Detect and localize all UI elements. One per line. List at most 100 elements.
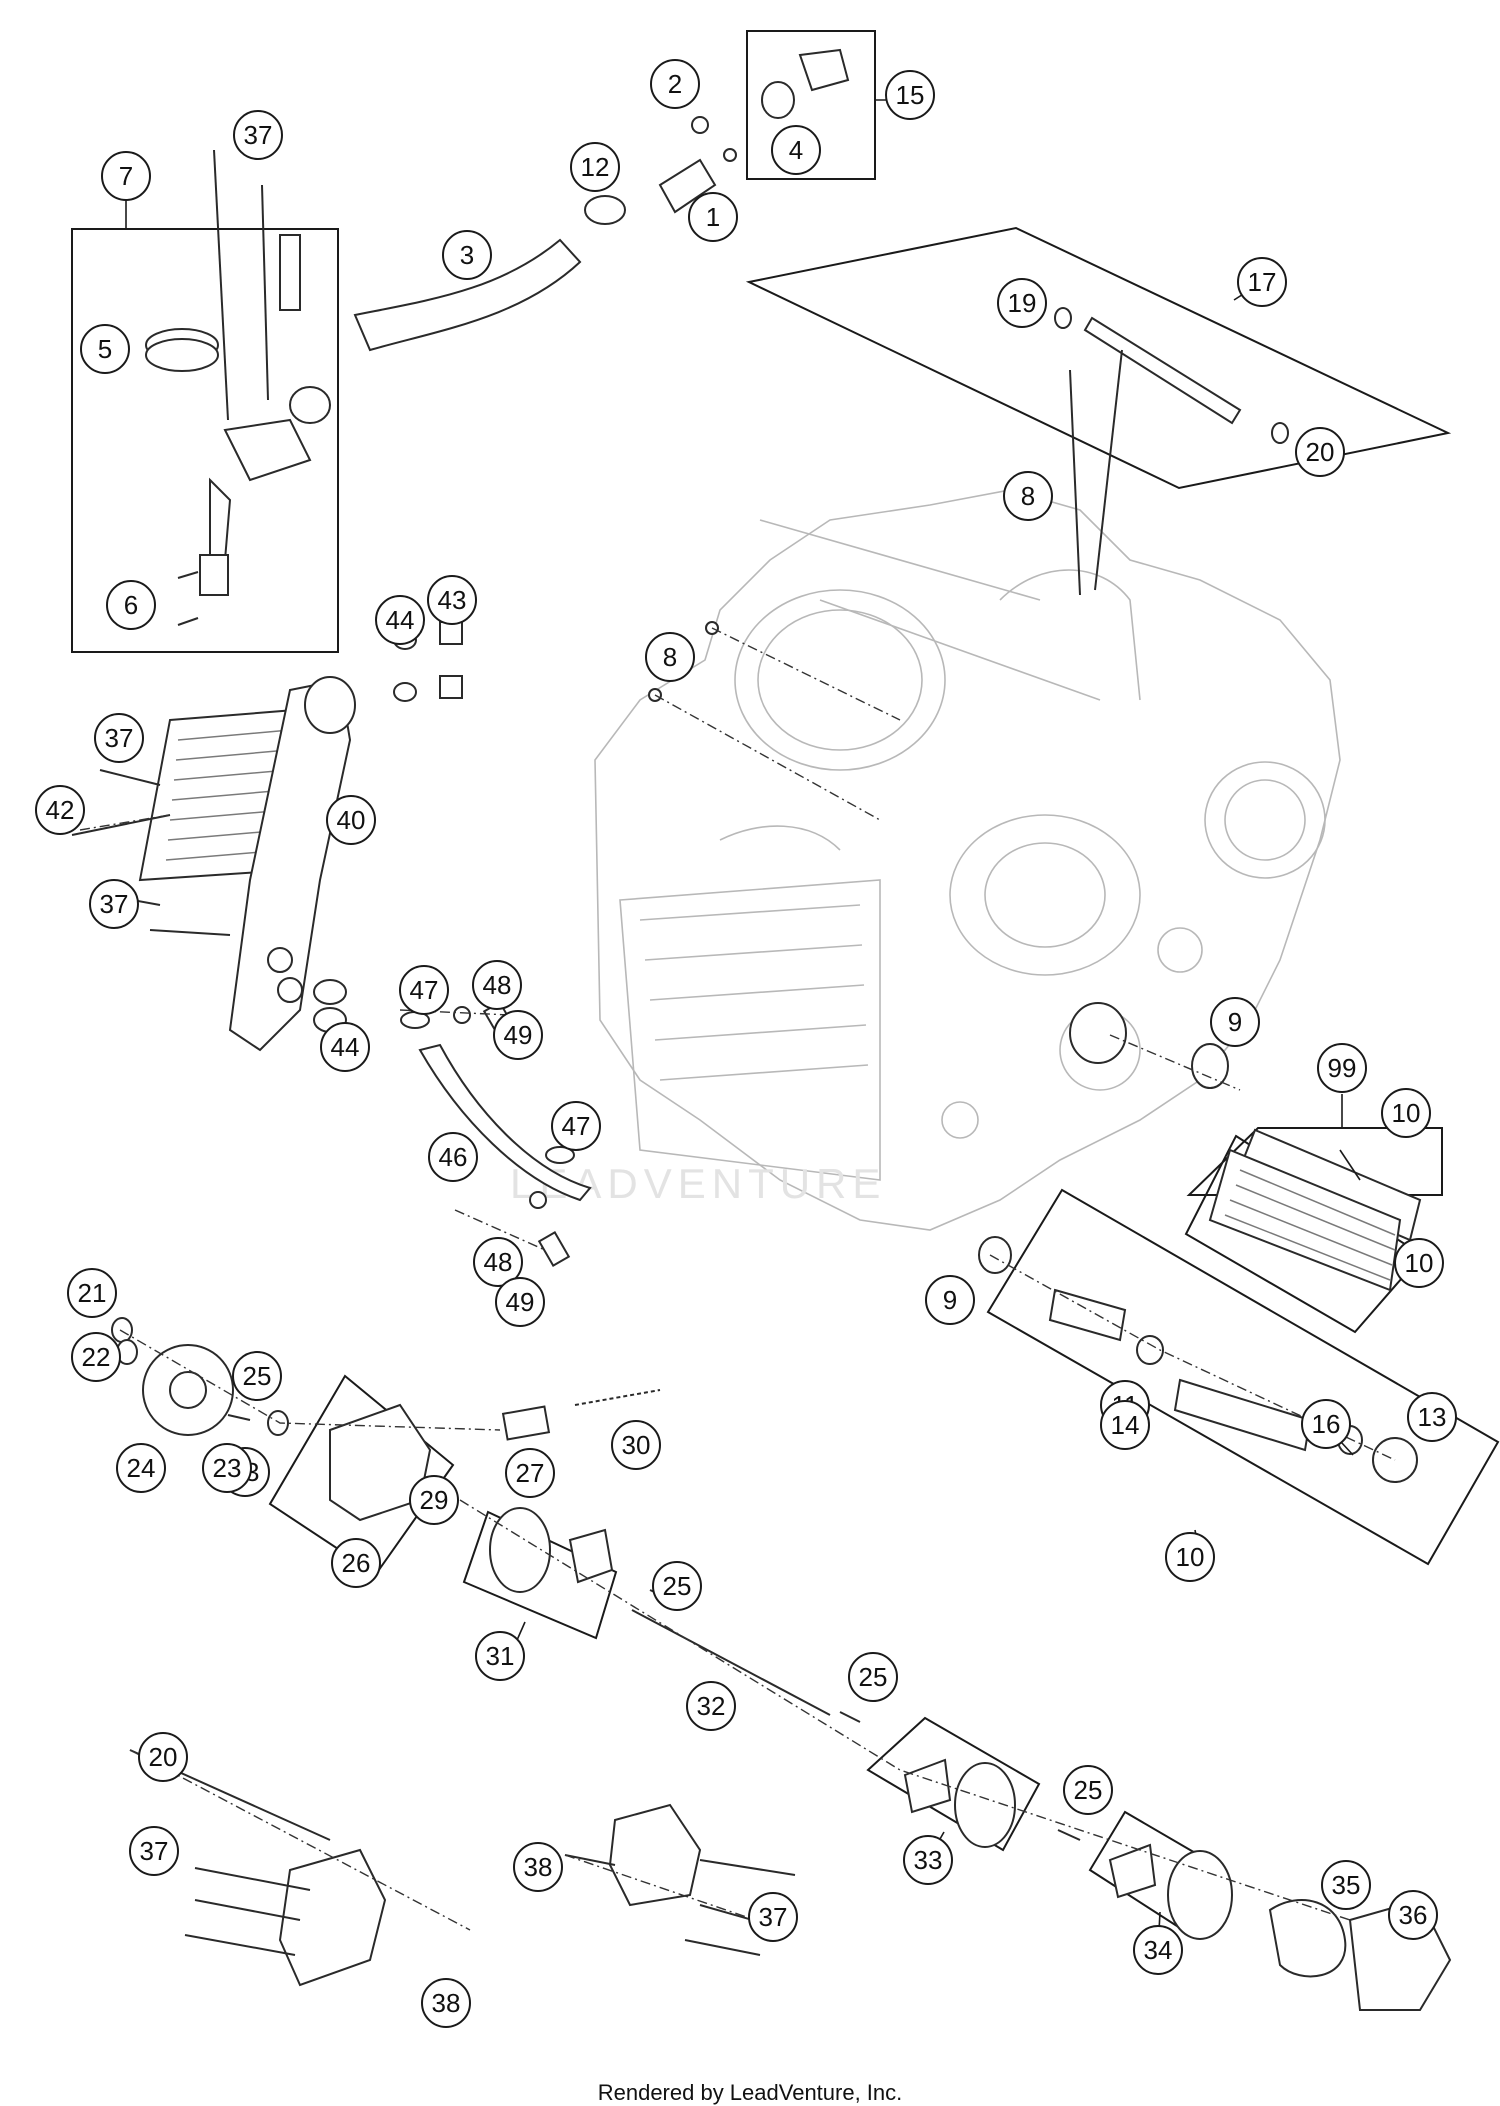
bolt-37f xyxy=(194,1867,311,1891)
callout-number: 31 xyxy=(486,1641,515,1671)
sprocket-hub xyxy=(169,1371,207,1409)
callout-42: 42 xyxy=(35,785,85,835)
callout-circle xyxy=(1394,1238,1444,1288)
callout-5: 5 xyxy=(80,324,130,374)
callout-number: 8 xyxy=(663,642,677,672)
callout-number: 38 xyxy=(524,1852,553,1882)
oring-5b xyxy=(145,338,219,372)
callout-circle xyxy=(138,1732,188,1782)
strainer xyxy=(199,554,229,596)
callout-circle xyxy=(473,1237,523,1287)
plunger-27 xyxy=(501,1405,551,1441)
callout-7: 7 xyxy=(101,151,151,201)
callout-29: 29 xyxy=(409,1475,459,1525)
callout-circle xyxy=(1063,1765,1113,1815)
callout-number: 37 xyxy=(100,889,129,919)
callout-40: 40 xyxy=(326,795,376,845)
callout-number: 25 xyxy=(243,1361,272,1391)
bolt-37c xyxy=(99,769,161,786)
callout-number: 21 xyxy=(78,1278,107,1308)
callout-number: 27 xyxy=(516,1458,545,1488)
gasket-35 xyxy=(1268,1899,1347,1978)
callout-number: 37 xyxy=(105,723,134,753)
callout-49: 49 xyxy=(495,1277,545,1327)
bolt-37k xyxy=(684,1939,761,1956)
callout-number: 36 xyxy=(1399,1900,1428,1930)
callout-20: 20 xyxy=(1295,427,1345,477)
callout-circle xyxy=(645,632,695,682)
callout-number: 26 xyxy=(342,1548,371,1578)
part-15 xyxy=(798,48,850,92)
callout-circle xyxy=(421,1978,471,2028)
callout-number: 29 xyxy=(420,1485,449,1515)
callout-circle xyxy=(1381,1088,1431,1138)
callout-number: 46 xyxy=(439,1142,468,1172)
callout-circle xyxy=(686,1681,736,1731)
callout-number: 44 xyxy=(386,605,415,635)
callout-circle xyxy=(89,879,139,929)
callout-circle xyxy=(232,1351,282,1401)
callout-25: 25 xyxy=(1063,1765,1113,1815)
bolt-37h xyxy=(184,1934,296,1956)
callout-circle xyxy=(116,1443,166,1493)
callout-circle xyxy=(1003,471,1053,521)
nut-48b xyxy=(529,1191,547,1209)
sleeve-43b xyxy=(439,675,463,699)
callout-2: 2 xyxy=(650,59,700,109)
rotor-outer-33 xyxy=(954,1762,1016,1848)
callout-25: 25 xyxy=(652,1561,702,1611)
callout-48: 48 xyxy=(472,960,522,1010)
spring-30 xyxy=(574,1389,661,1406)
callout-number: 4 xyxy=(789,135,803,165)
oring-14 xyxy=(1136,1335,1164,1365)
callout-circle xyxy=(495,1277,545,1327)
callout-47: 47 xyxy=(399,965,449,1015)
callout-number: 23 xyxy=(213,1453,242,1483)
group-box-99 xyxy=(1186,1127,1443,1196)
nut-48a xyxy=(453,1006,471,1024)
callout-circle xyxy=(997,278,1047,328)
tube-19 xyxy=(1083,316,1242,425)
callout-number: 37 xyxy=(244,120,273,150)
port-b xyxy=(277,977,303,1003)
callout-38: 38 xyxy=(421,1978,471,2028)
rotor-inner-31 xyxy=(568,1528,614,1584)
circlip-22 xyxy=(111,1317,133,1343)
callout-number: 34 xyxy=(1144,1935,1173,1965)
rotor-inner-34 xyxy=(1108,1843,1157,1899)
filter-element-11 xyxy=(1208,1148,1402,1292)
callout-circle xyxy=(442,230,492,280)
callout-circle xyxy=(748,1892,798,1942)
callout-number: 7 xyxy=(119,161,133,191)
callout-circle xyxy=(409,1475,459,1525)
callout-number: 38 xyxy=(432,1988,461,2018)
washer-23b xyxy=(267,1410,289,1436)
callout-32: 32 xyxy=(686,1681,736,1731)
callout-number: 15 xyxy=(896,80,925,110)
callout-44: 44 xyxy=(320,1022,370,1072)
callout-circle xyxy=(1301,1399,1351,1449)
bolt-37e xyxy=(149,929,231,936)
callout-circle xyxy=(375,595,425,645)
callout-49: 49 xyxy=(493,1010,543,1060)
callout-20: 20 xyxy=(138,1732,188,1782)
callout-number: 48 xyxy=(484,1247,513,1277)
oring-20b xyxy=(1271,422,1289,444)
callout-10: 10 xyxy=(1394,1238,1444,1288)
callout-37: 37 xyxy=(129,1826,179,1876)
callout-circle xyxy=(475,1631,525,1681)
callout-circle xyxy=(771,125,821,175)
callout-number: 33 xyxy=(914,1845,943,1875)
callout-circle xyxy=(399,965,449,1015)
callout-number: 20 xyxy=(1306,437,1335,467)
filter-port xyxy=(1069,1002,1127,1064)
assembly-axes xyxy=(79,627,1396,1931)
callout-9: 9 xyxy=(925,1275,975,1325)
callout-number: 3 xyxy=(460,240,474,270)
callout-15: 15 xyxy=(885,70,935,120)
suction-body xyxy=(223,418,312,482)
callout-layer: 1234567889910101011121314151617192020212… xyxy=(35,59,1457,2028)
callout-17: 17 xyxy=(1237,257,1287,307)
callout-number: 20 xyxy=(149,1742,178,1772)
callout-number: 19 xyxy=(1008,288,1037,318)
